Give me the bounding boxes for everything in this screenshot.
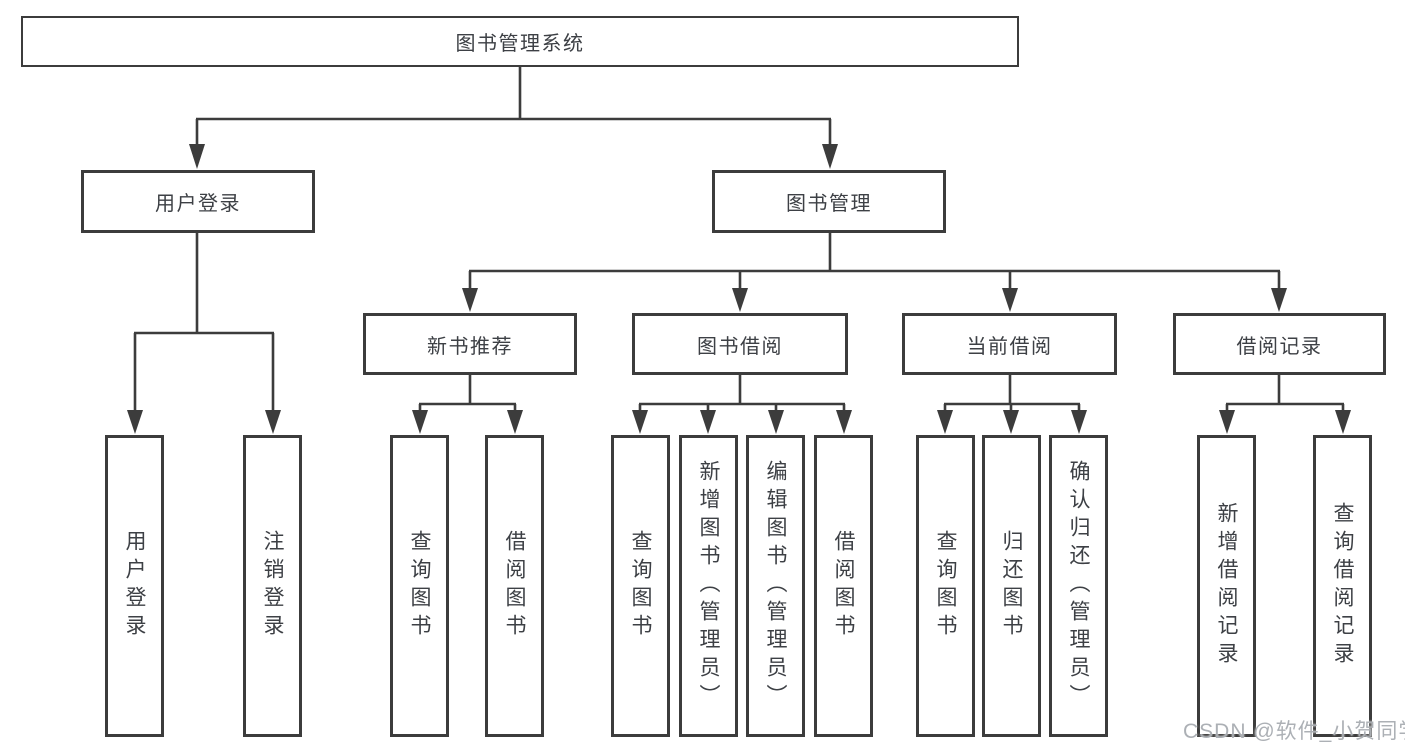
leaf-borrow-books-2: 借阅图书 xyxy=(814,435,873,737)
csdn-watermark: CSDN @软件_小贺同学 xyxy=(1183,720,1405,743)
leaf-query-borrow-record: 查询借阅记录 xyxy=(1313,435,1372,737)
leaf-user-login: 用户登录 xyxy=(105,435,164,737)
leaf-label: 编辑图书（管理员） xyxy=(764,460,787,712)
leaf-label: 查询图书 xyxy=(408,530,431,642)
node-current-borrowing: 当前借阅 xyxy=(902,313,1117,375)
node-label: 新书推荐 xyxy=(427,335,513,358)
leaf-label: 用户登录 xyxy=(123,530,146,642)
node-label: 图书管理系统 xyxy=(455,33,585,55)
node-new-book-recommendation: 新书推荐 xyxy=(363,313,577,375)
leaf-query-books-3: 查询图书 xyxy=(916,435,975,737)
leaf-label: 查询图书 xyxy=(934,530,957,642)
node-borrowing-records: 借阅记录 xyxy=(1173,313,1386,375)
leaf-label: 查询图书 xyxy=(629,530,652,642)
leaf-return-books: 归还图书 xyxy=(982,435,1041,737)
leaf-label: 借阅图书 xyxy=(503,530,526,642)
leaf-logout: 注销登录 xyxy=(243,435,302,737)
leaf-label: 新增借阅记录 xyxy=(1215,502,1238,670)
leaf-edit-books-admin: 编辑图书（管理员） xyxy=(746,435,805,737)
node-label: 借阅记录 xyxy=(1236,335,1323,358)
node-label: 当前借阅 xyxy=(966,335,1053,358)
leaf-label: 借阅图书 xyxy=(832,530,855,642)
leaf-confirm-return-admin: 确认归还（管理员） xyxy=(1049,435,1108,737)
leaf-label: 确认归还（管理员） xyxy=(1067,460,1090,712)
node-label: 图书管理 xyxy=(786,193,872,215)
leaf-label: 新增图书（管理员） xyxy=(697,460,720,712)
leaf-label: 查询借阅记录 xyxy=(1331,502,1354,670)
node-user-login: 用户登录 xyxy=(81,170,315,233)
node-label: 用户登录 xyxy=(155,193,241,215)
leaf-query-books-2: 查询图书 xyxy=(611,435,670,737)
node-book-management: 图书管理 xyxy=(712,170,946,233)
leaf-label: 归还图书 xyxy=(1000,530,1023,642)
leaf-add-books-admin: 新增图书（管理员） xyxy=(679,435,738,737)
leaf-query-books-1: 查询图书 xyxy=(390,435,449,737)
leaf-label: 注销登录 xyxy=(261,530,284,642)
node-library-management-system: 图书管理系统 xyxy=(21,16,1019,67)
node-book-borrowing: 图书借阅 xyxy=(632,313,848,375)
node-label: 图书借阅 xyxy=(697,335,783,358)
leaf-borrow-books-1: 借阅图书 xyxy=(485,435,544,737)
leaf-add-borrow-record: 新增借阅记录 xyxy=(1197,435,1256,737)
